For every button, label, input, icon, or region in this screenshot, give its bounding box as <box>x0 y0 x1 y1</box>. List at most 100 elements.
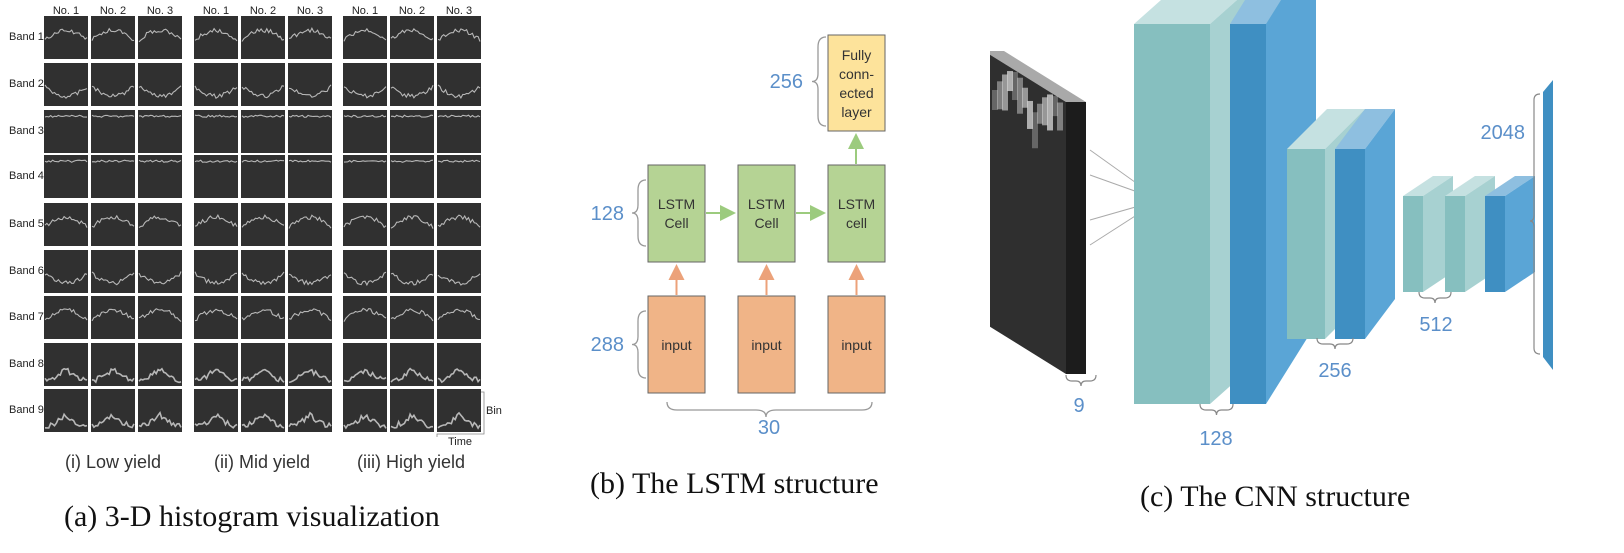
histogram-trace <box>437 411 481 430</box>
histogram-trace <box>91 271 135 286</box>
band-label: Band 7 <box>9 311 44 323</box>
conv2-dark-front <box>1335 149 1365 339</box>
input-image-pixel <box>1002 74 1008 111</box>
brace-9 <box>1065 374 1097 387</box>
histogram-cell <box>390 296 434 339</box>
column-label: No. 2 <box>399 5 425 17</box>
histogram-trace <box>288 273 332 286</box>
column-label: No. 1 <box>53 5 79 17</box>
histogram-trace <box>138 215 182 228</box>
caption-a: (a) 3-D histogram visualization <box>64 500 440 533</box>
input-image-pixel <box>1037 103 1043 124</box>
histogram-trace <box>194 271 238 285</box>
input-image-side <box>1066 102 1086 374</box>
conv3-light-top <box>1445 176 1495 196</box>
histogram-trace <box>44 84 88 99</box>
histogram-cell <box>241 63 285 106</box>
histogram-trace <box>91 413 135 429</box>
caption-c: (c) The CNN structure <box>1140 480 1411 513</box>
histogram-trace <box>194 368 238 382</box>
input-image-pixel <box>1022 87 1028 108</box>
histogram-cell <box>138 110 182 153</box>
conv3-dark-top <box>1485 176 1535 196</box>
input-label: input <box>751 337 781 353</box>
brace-512 <box>1418 291 1452 304</box>
histogram-cell <box>343 203 387 246</box>
column-label: No. 1 <box>352 5 378 17</box>
input-image-pixel <box>1052 96 1058 117</box>
histogram-trace <box>343 413 387 430</box>
histogram-trace <box>44 28 88 40</box>
histogram-trace <box>390 367 434 383</box>
axis-bin-label: Bin <box>486 405 502 417</box>
input-image-pixel <box>1032 112 1038 149</box>
input-label: input <box>841 337 871 353</box>
histogram-cell <box>343 296 387 339</box>
lstm-dim-label: 128 <box>591 203 624 225</box>
histogram-cell <box>437 343 481 386</box>
histogram-trace <box>91 27 135 42</box>
histogram-cell <box>91 16 135 59</box>
conv1-light-front <box>1134 24 1210 404</box>
histogram-trace <box>44 215 88 228</box>
histogram-cell <box>91 155 135 198</box>
band-label: Band 4 <box>9 170 44 182</box>
histogram-cell <box>288 296 332 339</box>
histogram-trace <box>91 308 135 322</box>
dim-label: 9 <box>1073 395 1084 417</box>
histogram-cell <box>91 250 135 293</box>
histogram-cell <box>343 155 387 198</box>
histogram-trace <box>91 214 135 228</box>
histogram-trace <box>241 159 285 163</box>
conv1-dark-top <box>1230 0 1281 24</box>
conv3-light-front <box>1403 196 1423 292</box>
conv2-dark-side <box>1365 109 1395 339</box>
histogram-cell <box>44 203 88 246</box>
histogram-trace <box>241 214 285 228</box>
histogram-trace <box>44 307 88 321</box>
histogram-cell <box>44 63 88 106</box>
histogram-trace <box>437 368 481 384</box>
histogram-cell <box>241 203 285 246</box>
histogram-trace <box>390 272 434 286</box>
histogram-trace <box>343 114 387 118</box>
histogram-trace <box>288 26 332 39</box>
axis-bracket <box>436 391 485 437</box>
input-image-pixel <box>1017 77 1023 114</box>
band-label: Band 2 <box>9 78 44 90</box>
conv2-dark-top <box>1335 109 1395 149</box>
band-label: Band 5 <box>9 218 44 230</box>
histogram-trace <box>288 368 332 384</box>
histogram-trace <box>241 413 285 429</box>
histogram-cell <box>288 250 332 293</box>
histogram-trace <box>437 28 481 42</box>
histogram-cell <box>194 250 238 293</box>
input-box <box>737 295 796 394</box>
histogram-trace <box>241 85 285 99</box>
input-image-pixel <box>997 81 1003 110</box>
histogram-cell <box>91 296 135 339</box>
histogram-trace <box>288 308 332 321</box>
input-dim-label: 288 <box>591 334 624 356</box>
fc-dim-label: 256 <box>770 71 803 93</box>
histogram-cell <box>138 63 182 106</box>
histogram-trace <box>91 85 135 98</box>
conv3-dark-side <box>1505 176 1535 292</box>
histogram-trace <box>343 86 387 99</box>
lstm-label-line: LSTM <box>748 196 785 212</box>
histogram-cell <box>288 16 332 59</box>
histogram-trace <box>194 85 238 100</box>
histogram-trace <box>91 114 135 118</box>
histogram-trace <box>390 84 434 99</box>
histogram-cell <box>194 296 238 339</box>
axis-time-label: Time <box>448 436 472 448</box>
histogram-trace <box>241 271 285 286</box>
histogram-trace <box>437 214 481 228</box>
histogram-trace <box>288 84 332 98</box>
conv1-dark-front <box>1230 24 1266 404</box>
histogram-cell <box>44 155 88 198</box>
histogram-trace <box>44 273 88 285</box>
input-image-pixel <box>1057 102 1063 131</box>
